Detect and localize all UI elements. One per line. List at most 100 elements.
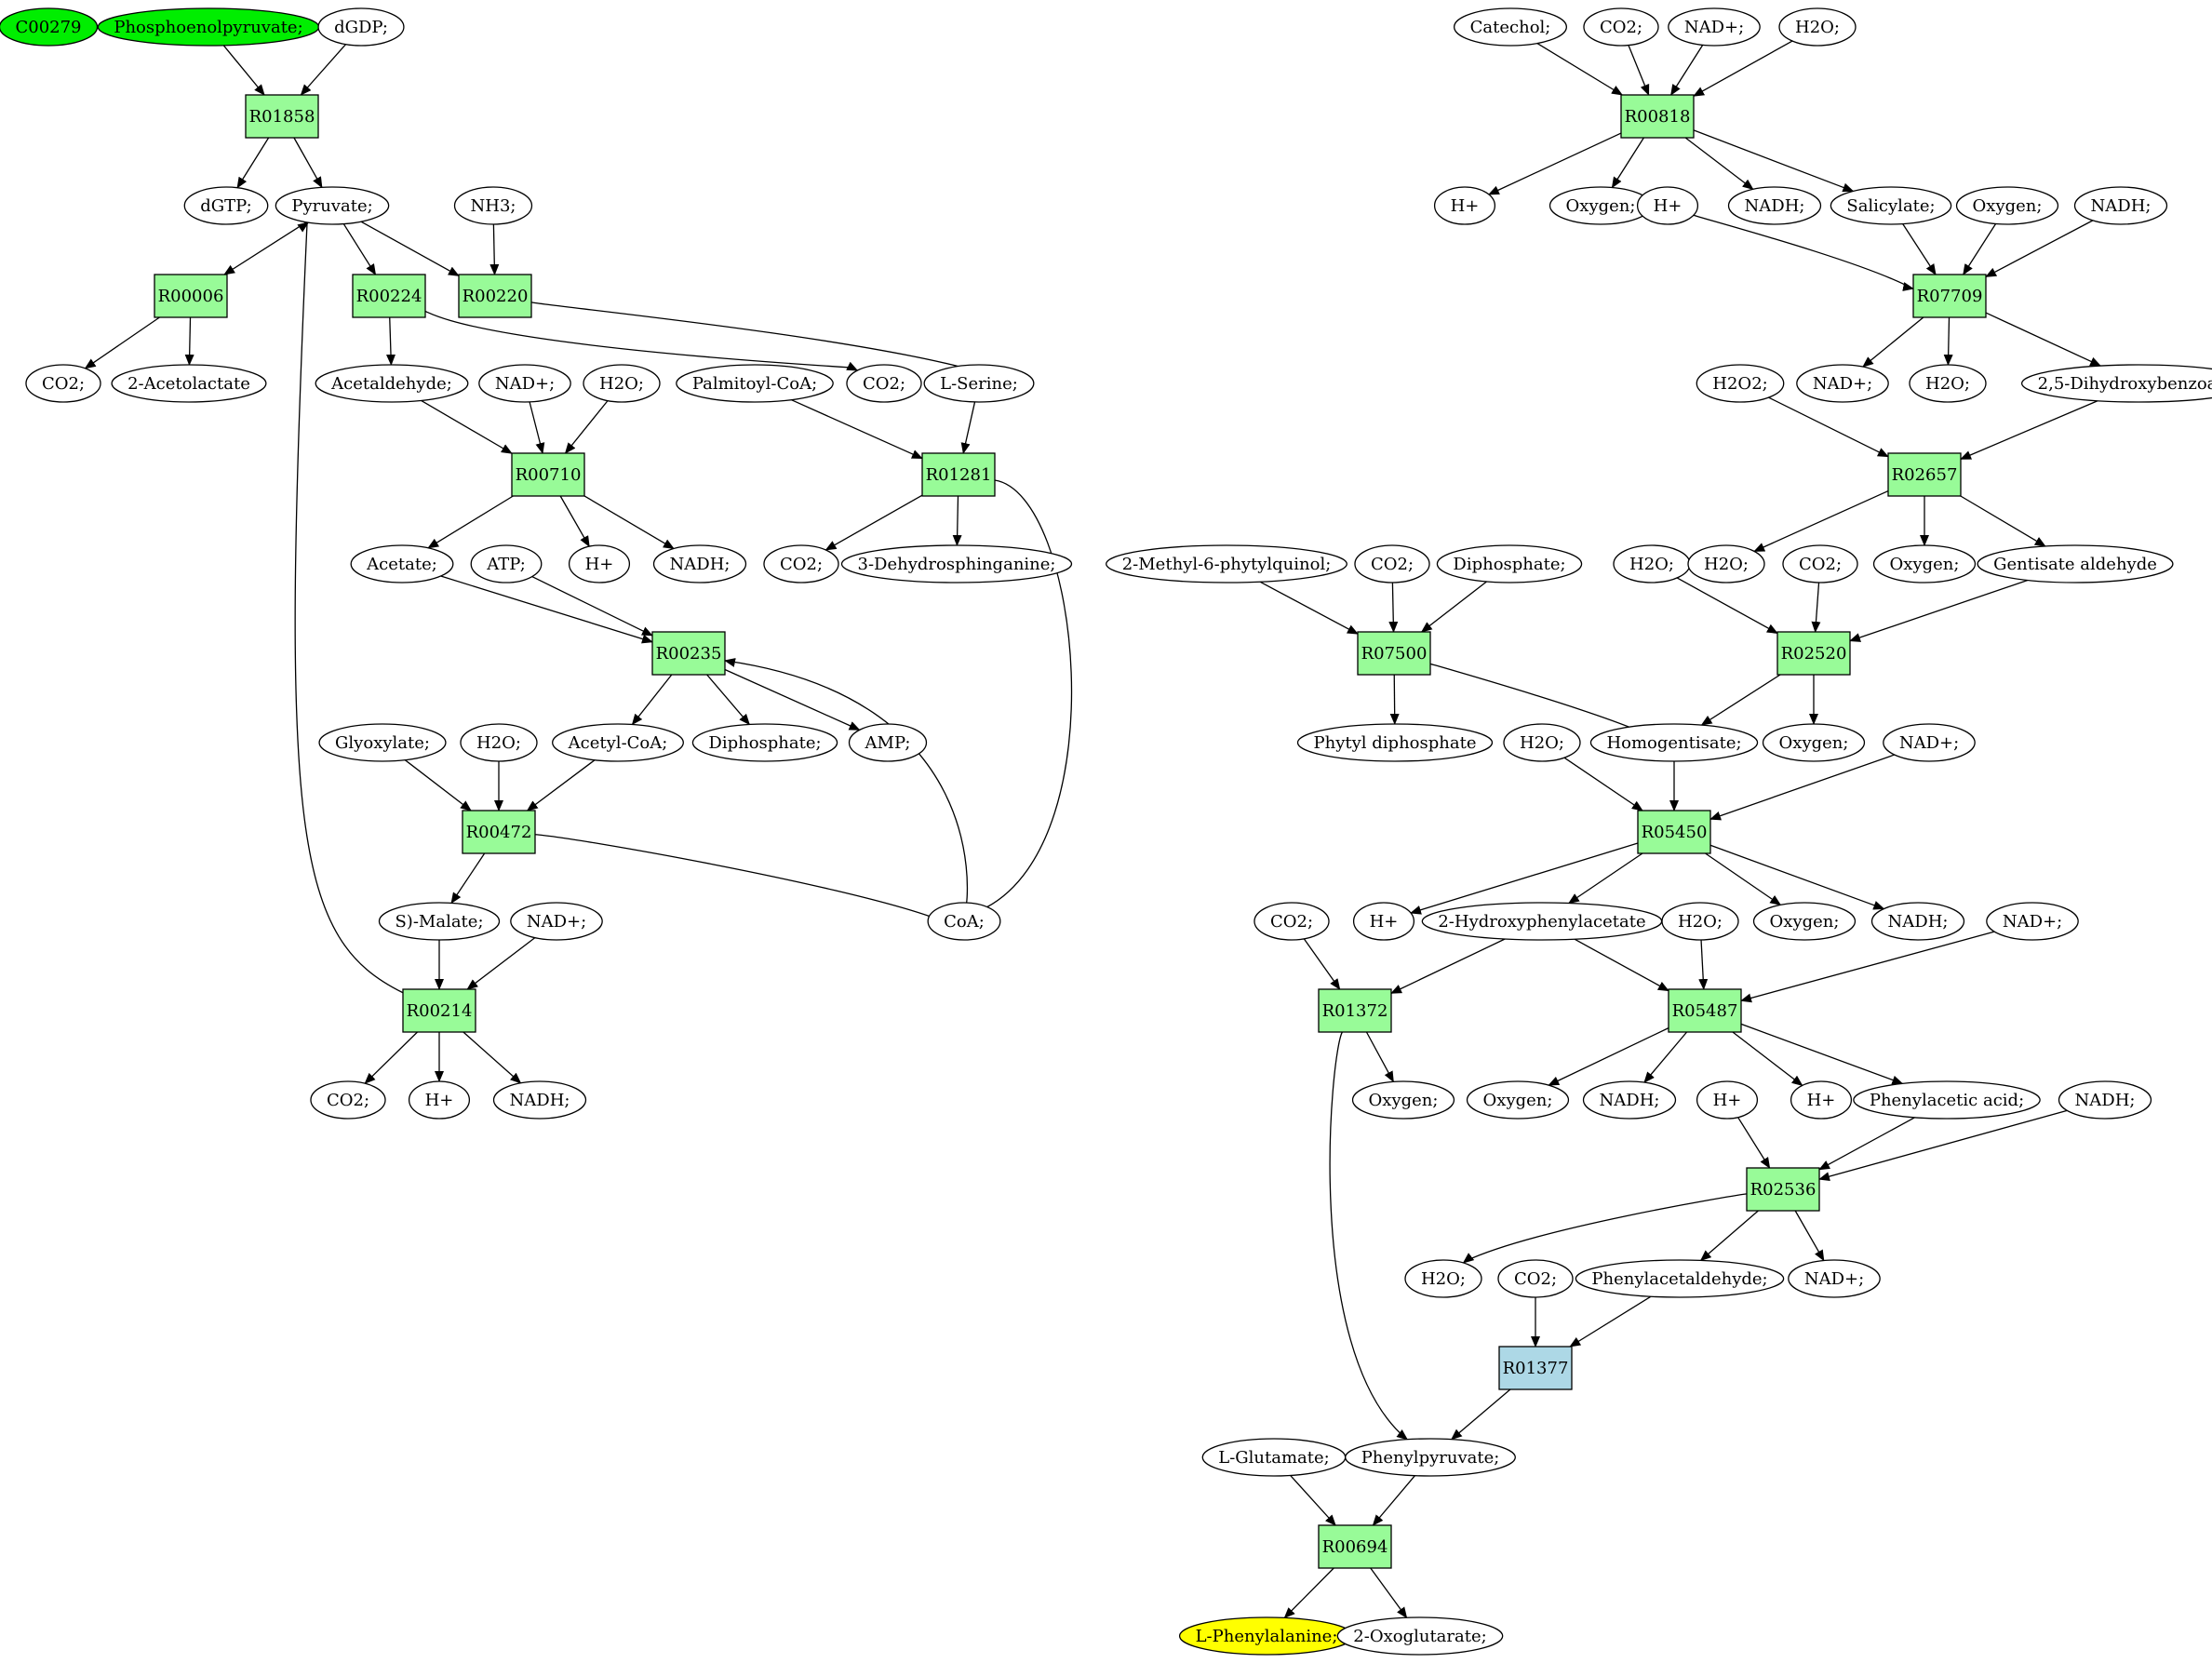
metabolite-node-h2o_g[interactable]: H2O;: [1503, 723, 1581, 762]
metabolite-node-nadh_c[interactable]: NADH;: [1727, 186, 1822, 225]
reaction-node-r01372[interactable]: R01372: [1318, 988, 1392, 1033]
reaction-node-r02536[interactable]: R02536: [1746, 1167, 1820, 1212]
metabolite-node-atp[interactable]: ATP;: [470, 544, 543, 583]
metabolite-node-h2o_b[interactable]: H2O;: [460, 723, 538, 762]
metabolite-node-acetate[interactable]: Acetate;: [350, 544, 454, 583]
reaction-node-r00710[interactable]: R00710: [511, 452, 585, 497]
metabolite-node-nadh_b[interactable]: NADH;: [492, 1080, 587, 1120]
reaction-node-r01858[interactable]: R01858: [245, 94, 319, 139]
metabolite-node-coa[interactable]: CoA;: [927, 902, 1001, 941]
reaction-node-r05450[interactable]: R05450: [1637, 810, 1711, 854]
metabolite-node-h2o_d[interactable]: H2O;: [1909, 364, 1987, 403]
metabolite-node-co2_d[interactable]: CO2;: [310, 1080, 386, 1120]
metabolite-node-h2o_a[interactable]: H2O;: [583, 364, 661, 403]
reaction-node-r02657[interactable]: R02657: [1887, 452, 1962, 497]
reaction-node-r01281[interactable]: R01281: [921, 452, 996, 497]
reaction-node-r00224[interactable]: R00224: [352, 274, 426, 318]
metabolite-node-nadh_d[interactable]: NADH;: [2073, 186, 2168, 225]
reaction-node-r00006[interactable]: R00006: [154, 274, 228, 318]
metabolite-node-c00279[interactable]: C00279: [0, 7, 99, 47]
reaction-node-r00818[interactable]: R00818: [1620, 94, 1695, 139]
metabolite-node-dgtp[interactable]: dGTP;: [183, 186, 269, 225]
reaction-node-r05487[interactable]: R05487: [1668, 988, 1742, 1033]
metabolite-node-co2_i[interactable]: CO2;: [1497, 1259, 1574, 1298]
metabolite-node-nadh_e[interactable]: NADH;: [1870, 902, 1965, 941]
metabolite-node-acetylcoa[interactable]: Acetyl-CoA;: [552, 723, 684, 762]
metabolite-node-nadp_e[interactable]: NAD+;: [1883, 723, 1976, 762]
metabolite-node-nadh_a[interactable]: NADH;: [652, 544, 747, 583]
reaction-node-r02520[interactable]: R02520: [1776, 631, 1851, 676]
metabolite-node-palmitoyl[interactable]: Palmitoyl-CoA;: [676, 364, 834, 403]
metabolite-node-h2o_f[interactable]: H2O;: [1687, 544, 1765, 583]
metabolite-node-co2_h[interactable]: CO2;: [1253, 902, 1330, 941]
metabolite-node-nadh_g[interactable]: NADH;: [2058, 1080, 2152, 1120]
metabolite-node-hplus_d[interactable]: H+: [1636, 186, 1699, 225]
metabolite-node-dgdp[interactable]: dGDP;: [317, 7, 405, 47]
metabolite-node-co2_f[interactable]: CO2;: [1354, 544, 1430, 583]
metabolite-node-homogent[interactable]: Homogentisate;: [1589, 723, 1759, 762]
metabolite-node-oxygen_a[interactable]: Oxygen;: [1548, 186, 1653, 225]
metabolite-node-phenylalanine[interactable]: L-Phenylalanine;: [1178, 1616, 1355, 1656]
metabolite-node-oxygen_b[interactable]: Oxygen;: [1955, 186, 2059, 225]
metabolite-node-dhb[interactable]: 2,5-Dihydroxybenzoate;: [2021, 364, 2212, 403]
metabolite-node-acetolactate[interactable]: 2-Acetolactate: [111, 364, 267, 403]
metabolite-node-salicylate[interactable]: Salicylate;: [1830, 186, 1952, 225]
metabolite-node-nadp_b[interactable]: NAD+;: [510, 902, 603, 941]
reaction-node-r07709[interactable]: R07709: [1912, 274, 1987, 318]
metabolite-node-amp[interactable]: AMP;: [848, 723, 928, 762]
metabolite-node-nadp_g[interactable]: NAD+;: [1788, 1259, 1881, 1298]
metabolite-node-hplus_e[interactable]: H+: [1352, 902, 1415, 941]
metabolite-node-serine[interactable]: L-Serine;: [923, 364, 1035, 403]
metabolite-node-diphosphate_b[interactable]: Diphosphate;: [1436, 544, 1583, 583]
metabolite-node-co2_e[interactable]: CO2;: [1583, 7, 1659, 47]
metabolite-node-co2_b[interactable]: CO2;: [846, 364, 922, 403]
metabolite-node-nadh_f[interactable]: NADH;: [1582, 1080, 1677, 1120]
metabolite-node-h2o_e[interactable]: H2O;: [1613, 544, 1691, 583]
metabolite-node-h2o_i[interactable]: H2O;: [1404, 1259, 1482, 1298]
metabolite-node-oxygen_e[interactable]: Oxygen;: [1752, 902, 1857, 941]
reaction-node-r00214[interactable]: R00214: [402, 988, 476, 1033]
metabolite-node-h2o_c[interactable]: H2O;: [1778, 7, 1857, 47]
reaction-node-r00220[interactable]: R00220: [458, 274, 532, 318]
metabolite-node-methylphytyl[interactable]: 2-Methyl-6-phytylquinol;: [1106, 544, 1347, 583]
metabolite-node-hplus_g[interactable]: H+: [1790, 1080, 1853, 1120]
metabolite-node-diphosphate_a[interactable]: Diphosphate;: [691, 723, 838, 762]
metabolite-node-oxygen_c[interactable]: Oxygen;: [1872, 544, 1977, 583]
metabolite-node-smalate[interactable]: S)-Malate;: [378, 902, 501, 941]
metabolite-node-nadp_a[interactable]: NAD+;: [478, 364, 571, 403]
metabolite-node-oxygen_d[interactable]: Oxygen;: [1762, 723, 1866, 762]
metabolite-node-phytyldp[interactable]: Phytyl diphosphate: [1296, 723, 1494, 762]
metabolite-node-hpa[interactable]: 2-Hydroxyphenylacetate: [1421, 902, 1663, 941]
metabolite-node-glyoxylate[interactable]: Glyoxylate;: [318, 723, 447, 762]
metabolite-node-oxoglutarate[interactable]: 2-Oxoglutarate;: [1336, 1616, 1504, 1656]
metabolite-node-phenylpyruvate[interactable]: Phenylpyruvate;: [1345, 1438, 1516, 1477]
metabolite-node-gentisald[interactable]: Gentisate aldehyde: [1977, 544, 2174, 583]
metabolite-node-hplus_a[interactable]: H+: [568, 544, 631, 583]
metabolite-node-nadp_c[interactable]: NAD+;: [1668, 7, 1761, 47]
metabolite-node-co2_g[interactable]: CO2;: [1782, 544, 1858, 583]
metabolite-node-phenylacetald[interactable]: Phenylacetaldehyde;: [1575, 1259, 1785, 1298]
metabolite-node-nh3[interactable]: NH3;: [453, 186, 533, 225]
reaction-node-r00235[interactable]: R00235: [651, 631, 726, 676]
metabolite-node-pep[interactable]: Phosphoenolpyruvate;: [97, 7, 320, 47]
metabolite-node-oxygen_f[interactable]: Oxygen;: [1351, 1080, 1455, 1120]
reaction-node-r00472[interactable]: R00472: [462, 810, 536, 854]
reaction-node-r01377[interactable]: R01377: [1498, 1346, 1573, 1390]
metabolite-node-glutamate[interactable]: L-Glutamate;: [1201, 1438, 1347, 1477]
metabolite-node-co2_c[interactable]: CO2;: [763, 544, 839, 583]
reaction-node-r07500[interactable]: R07500: [1357, 631, 1431, 676]
metabolite-node-hplus_f[interactable]: H+: [1696, 1080, 1759, 1120]
metabolite-node-oxygen_g[interactable]: Oxygen;: [1466, 1080, 1570, 1120]
metabolite-node-pyruvate[interactable]: Pyruvate;: [275, 186, 390, 225]
metabolite-node-h2o2[interactable]: H2O2;: [1696, 364, 1785, 403]
metabolite-node-dehydrosph[interactable]: 3-Dehydrosphinganine;: [840, 544, 1073, 583]
metabolite-node-nadp_d[interactable]: NAD+;: [1796, 364, 1889, 403]
metabolite-node-h2o_h[interactable]: H2O;: [1661, 902, 1739, 941]
metabolite-node-hplus_c[interactable]: H+: [1433, 186, 1496, 225]
reaction-node-r00694[interactable]: R00694: [1318, 1524, 1392, 1569]
metabolite-node-nadp_f[interactable]: NAD+;: [1986, 902, 2079, 941]
metabolite-node-phenylacetic[interactable]: Phenylacetic acid;: [1853, 1080, 2041, 1120]
metabolite-node-hplus_b[interactable]: H+: [408, 1080, 471, 1120]
metabolite-node-co2_a[interactable]: CO2;: [25, 364, 101, 403]
metabolite-node-acetaldehyde[interactable]: Acetaldehyde;: [315, 364, 469, 403]
